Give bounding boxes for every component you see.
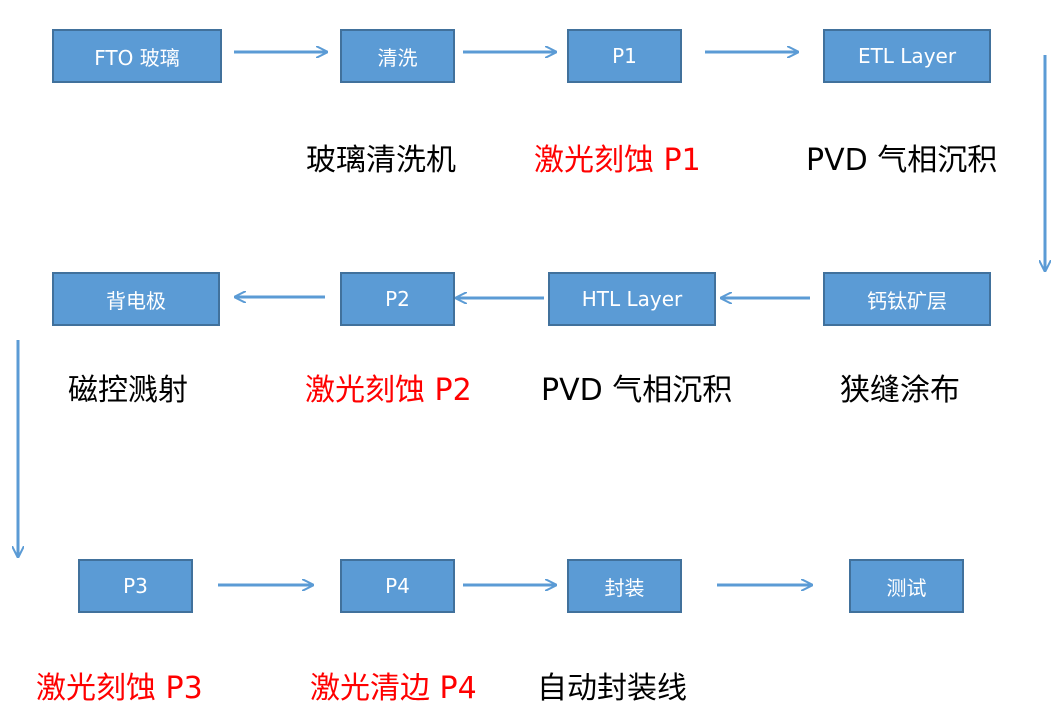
step-p2: P2	[340, 272, 455, 326]
caption-auto-encapsulation-line: 自动封装线	[537, 671, 687, 706]
step-encapsulation: 封装	[567, 559, 682, 613]
caption-slot-die-coating: 狭缝涂布	[840, 373, 960, 408]
step-back-electrode: 背电极	[52, 272, 220, 326]
caption-pvd-deposition-htl: PVD 气相沉积	[541, 373, 733, 408]
step-perovskite-layer: 钙钛矿层	[823, 272, 991, 326]
caption-laser-etch-p1: 激光刻蚀 P1	[534, 143, 701, 178]
caption-glass-washer: 玻璃清洗机	[306, 143, 456, 178]
caption-laser-etch-p3: 激光刻蚀 P3	[36, 671, 203, 706]
caption-pvd-deposition-etl: PVD 气相沉积	[806, 143, 998, 178]
caption-laser-etch-p2: 激光刻蚀 P2	[305, 373, 472, 408]
step-cleaning: 清洗	[340, 29, 455, 83]
step-testing: 测试	[849, 559, 964, 613]
caption-magnetron-sputtering: 磁控溅射	[68, 373, 188, 408]
caption-laser-edge-clean-p4: 激光清边 P4	[310, 671, 477, 706]
step-htl-layer: HTL Layer	[548, 272, 716, 326]
step-etl-layer: ETL Layer	[823, 29, 991, 83]
step-fto-glass: FTO 玻璃	[52, 29, 222, 83]
step-p4: P4	[340, 559, 455, 613]
step-p1: P1	[567, 29, 682, 83]
step-p3: P3	[78, 559, 193, 613]
